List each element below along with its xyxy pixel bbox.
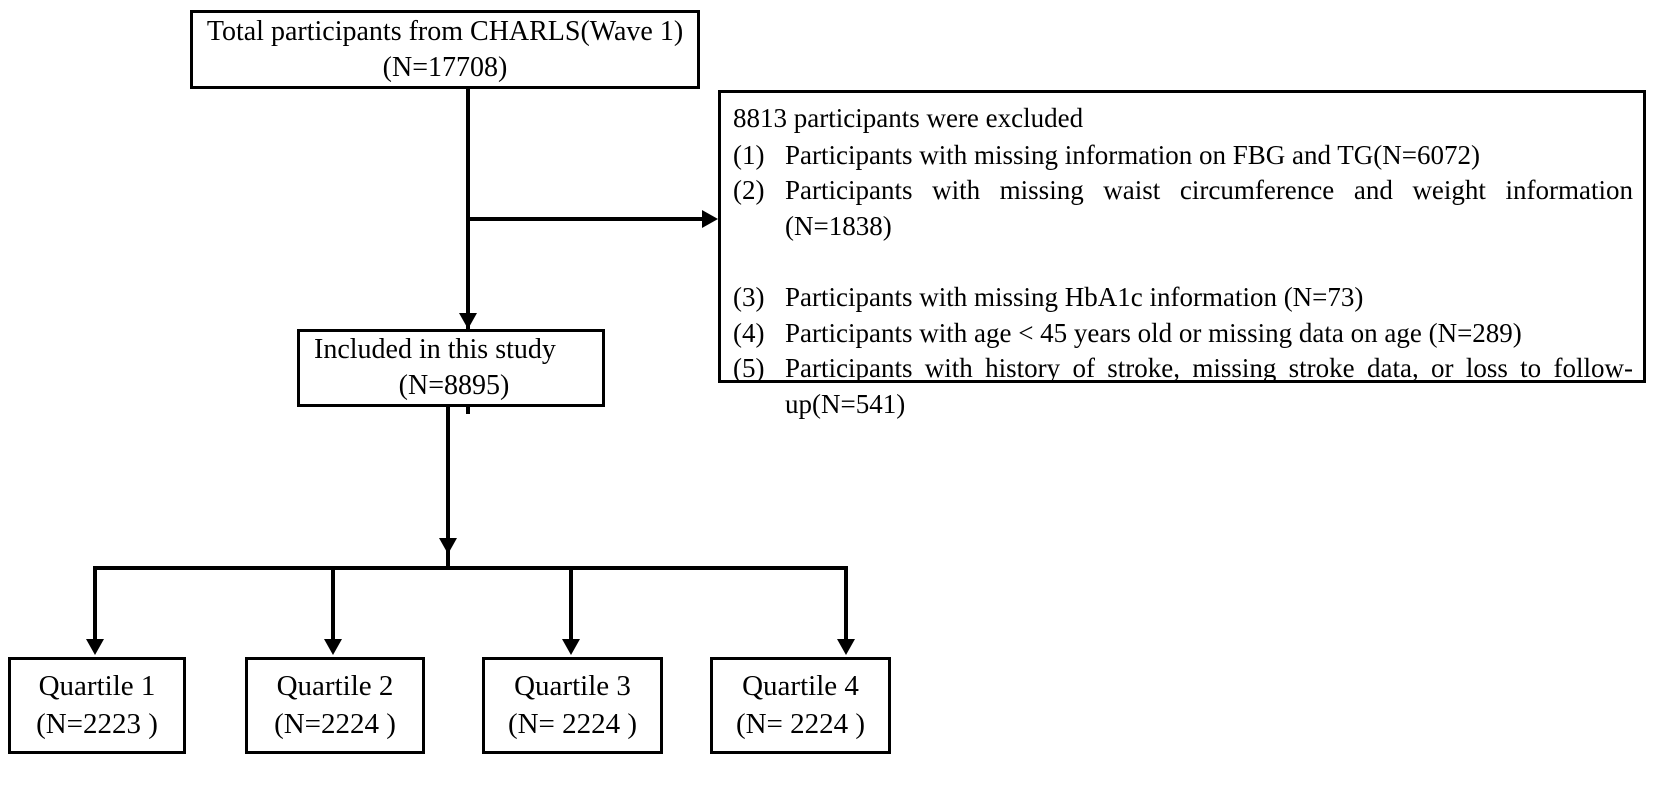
arrowhead-to-split-bar: [439, 538, 457, 554]
excluded-reason-marker: (4): [733, 317, 765, 348]
excluded-reason-item: (3) Participants with missing HbA1c info…: [733, 280, 1633, 316]
node-excluded-participants: 8813 participants were excluded (1) Part…: [718, 90, 1646, 419]
excluded-reason-item: (5) Participants with history of stroke,…: [733, 351, 1633, 458]
arrowhead-to-quartile-3: [562, 639, 580, 655]
excluded-reason-item: (1) Participants with missing informatio…: [733, 138, 1633, 174]
node-quartile-3: Quartile 3 (N= 2224 ): [482, 657, 663, 754]
node-quartile-1: Quartile 1 (N=2223 ): [8, 657, 186, 754]
node-included-line2: (N=8895): [398, 370, 510, 401]
excluded-reason-marker: (5): [733, 353, 765, 384]
connector-total-vertical: [466, 89, 470, 414]
node-total-line1: Total participants from CHARLS(Wave 1): [206, 15, 684, 47]
connector-excluded-horizontal: [466, 217, 704, 221]
connector-quartile-4-vertical: [844, 566, 848, 651]
connector-included-vertical: [446, 407, 450, 567]
connector-quartile-2-vertical: [331, 566, 335, 651]
connector-quartile-3-vertical: [569, 566, 573, 651]
arrowhead-to-quartile-4: [837, 639, 855, 655]
node-total-line2: (N=17708): [382, 51, 508, 83]
excluded-reason-text: Participants with missing information on…: [785, 139, 1480, 170]
excluded-reason-text: Participants with age < 45 years old or …: [785, 317, 1522, 348]
excluded-reason-text: Participants with history of stroke, mis…: [785, 353, 1633, 419]
node-total-participants: Total participants from CHARLS(Wave 1) (…: [190, 10, 700, 89]
excluded-reason-marker: (3): [733, 282, 765, 313]
node-quartile-4: Quartile 4 (N= 2224 ): [710, 657, 891, 754]
excluded-heading: 8813 participants were excluded: [733, 103, 1084, 133]
node-included-line1: Included in this study: [314, 334, 556, 366]
arrowhead-to-included: [459, 313, 477, 329]
excluded-reason-marker: (2): [733, 175, 765, 206]
excluded-reason-item: (4) Participants with age < 45 years old…: [733, 316, 1633, 352]
quartile-3-count: (N= 2224 ): [507, 707, 638, 740]
connector-quartile-1-vertical: [93, 566, 97, 651]
quartile-4-count: (N= 2224 ): [735, 707, 866, 740]
quartile-3-label: Quartile 3: [514, 669, 631, 702]
connector-quartile-split-bar: [93, 566, 848, 570]
node-quartile-2: Quartile 2 (N=2224 ): [245, 657, 425, 754]
quartile-2-label: Quartile 2: [276, 669, 394, 702]
node-included-in-study: Included in this study (N=8895): [297, 329, 605, 407]
excluded-reason-list: (1) Participants with missing informatio…: [733, 138, 1633, 459]
quartile-2-count: (N=2224 ): [274, 707, 396, 740]
excluded-reason-text: Participants with missing HbA1c informat…: [785, 282, 1364, 313]
excluded-reason-marker: (1): [733, 139, 765, 170]
arrowhead-to-excluded: [702, 210, 718, 228]
excluded-reason-text: Participants with missing waist circumfe…: [785, 175, 1633, 241]
arrowhead-to-quartile-1: [86, 639, 104, 655]
quartile-4-label: Quartile 4: [742, 669, 859, 702]
quartile-1-label: Quartile 1: [38, 669, 156, 702]
excluded-reason-item: (2) Participants with missing waist circ…: [733, 173, 1633, 280]
arrowhead-to-quartile-2: [324, 639, 342, 655]
quartile-1-count: (N=2223 ): [36, 707, 158, 740]
